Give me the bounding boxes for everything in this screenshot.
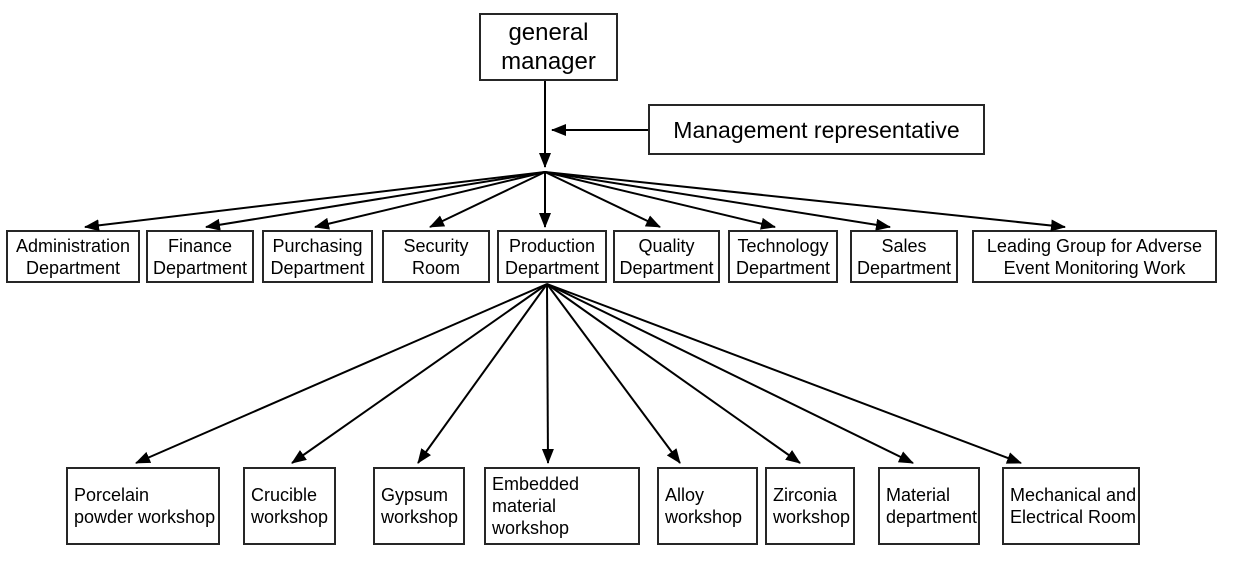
connector-to-gypsum-workshop bbox=[417, 283, 548, 464]
node-administration-department: Administration Department bbox=[6, 230, 140, 283]
node-security-room: Security Room bbox=[382, 230, 490, 283]
node-zirconia-workshop: Zirconia workshop bbox=[765, 467, 855, 545]
node-gypsum-workshop: Gypsum workshop bbox=[373, 467, 465, 545]
connector-to-technology bbox=[544, 171, 776, 230]
connector-to-zirconia-workshop bbox=[546, 283, 801, 464]
node-purchasing-department: Purchasing Department bbox=[262, 230, 373, 283]
connector-to-adverse-event-group bbox=[544, 171, 1066, 232]
node-mechanical-electrical-room: Mechanical and Electrical Room bbox=[1002, 467, 1140, 545]
connector-to-finance bbox=[205, 171, 546, 231]
node-management-representative: Management representative bbox=[648, 104, 985, 155]
connector-to-embedded-workshop bbox=[541, 283, 554, 464]
node-finance-department: Finance Department bbox=[146, 230, 254, 283]
node-general-manager: general manager bbox=[479, 13, 618, 81]
connector-to-sales bbox=[544, 171, 891, 231]
node-embedded-material-workshop: Embedded material workshop bbox=[484, 467, 640, 545]
node-crucible-workshop: Crucible workshop bbox=[243, 467, 336, 545]
connector-to-administration bbox=[84, 171, 546, 232]
node-alloy-workshop: Alloy workshop bbox=[657, 467, 758, 545]
node-production-department: Production Department bbox=[497, 230, 607, 283]
connector-to-material-department bbox=[546, 283, 914, 464]
node-technology-department: Technology Department bbox=[728, 230, 838, 283]
connector-to-security bbox=[429, 171, 546, 228]
node-porcelain-powder-workshop: Porcelain powder workshop bbox=[66, 467, 220, 545]
node-adverse-event-monitoring-group: Leading Group for Adverse Event Monitori… bbox=[972, 230, 1217, 283]
connector-to-mechanical-electrical-room bbox=[546, 283, 1022, 464]
connector-to-quality bbox=[544, 171, 661, 228]
node-quality-department: Quality Department bbox=[613, 230, 720, 283]
node-material-department: Material department bbox=[878, 467, 980, 545]
connector-to-purchasing bbox=[314, 171, 546, 230]
connector-to-crucible-workshop bbox=[291, 283, 548, 464]
node-sales-department: Sales Department bbox=[850, 230, 958, 283]
connector-to-porcelain-workshop bbox=[135, 283, 548, 464]
connector-to-alloy-workshop bbox=[546, 283, 681, 464]
